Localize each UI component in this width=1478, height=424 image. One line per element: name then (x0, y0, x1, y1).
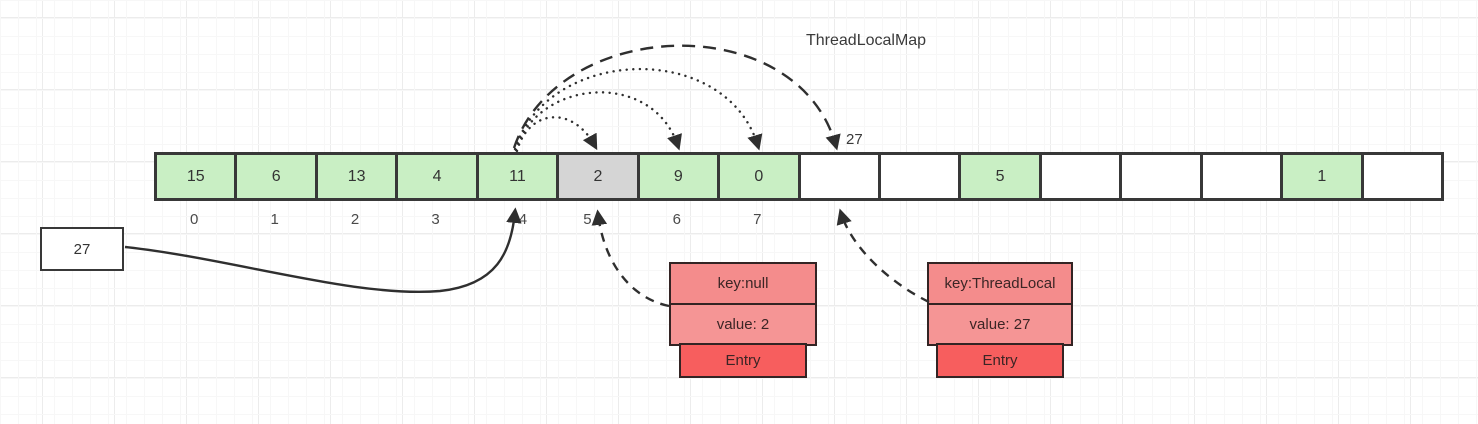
value-box: 27 (40, 227, 124, 271)
index-label-5: 5 (583, 211, 592, 228)
index-label-7: 7 (753, 211, 762, 228)
index-label-4: 4 (518, 211, 528, 228)
diagram-title: ThreadLocalMap (806, 32, 927, 49)
array-cell-13 (1199, 152, 1284, 201)
index-label-3: 3 (431, 211, 440, 228)
array-cell-10: 5 (958, 152, 1042, 201)
probe-arc-to-slot8 (512, 44, 841, 151)
entry-threadlocal-pointer (836, 208, 930, 304)
index-label-2: 2 (350, 211, 360, 228)
array-cell-0: 15 (154, 152, 238, 201)
entry-threadlocal-tag: Entry (936, 343, 1064, 378)
index-label-0: 0 (190, 211, 199, 228)
entry-null-key: key:null (669, 262, 817, 305)
entry-threadlocal: key:ThreadLocal value: 27 Entry (927, 262, 1073, 378)
array-cell-8 (797, 152, 881, 201)
array-cell-14: 1 (1280, 152, 1364, 201)
array-cell-11 (1038, 152, 1123, 201)
probe-arc-to-slot6 (514, 91, 682, 152)
hash-pos-label: 27 (846, 131, 863, 148)
probe-arc-to-slot5 (515, 116, 598, 153)
array-cell-15 (1360, 152, 1444, 201)
array-cell-4: 11 (475, 152, 560, 201)
entry-null-value: value: 2 (669, 302, 817, 346)
entry-threadlocal-value: value: 27 (927, 302, 1073, 346)
array-cell-1: 6 (234, 152, 318, 201)
index-label-6: 6 (672, 211, 682, 228)
value-box-label: 27 (73, 240, 91, 258)
array-cell-3: 4 (395, 152, 479, 201)
index-label-1: 1 (270, 211, 279, 228)
array-cell-6: 9 (636, 152, 721, 201)
entry-null-pointer (591, 209, 670, 308)
array-cell-2: 13 (314, 152, 399, 201)
entry-threadlocal-key: key:ThreadLocal (927, 262, 1073, 305)
array-cell-7: 0 (717, 152, 801, 201)
probe-arc-to-slot7 (513, 67, 763, 151)
array-cell-5: 2 (556, 152, 640, 201)
entry-null: key:null value: 2 Entry (669, 262, 817, 378)
array-cell-9 (877, 152, 962, 201)
entry-null-tag: Entry (679, 343, 807, 378)
array-cell-12 (1119, 152, 1203, 201)
